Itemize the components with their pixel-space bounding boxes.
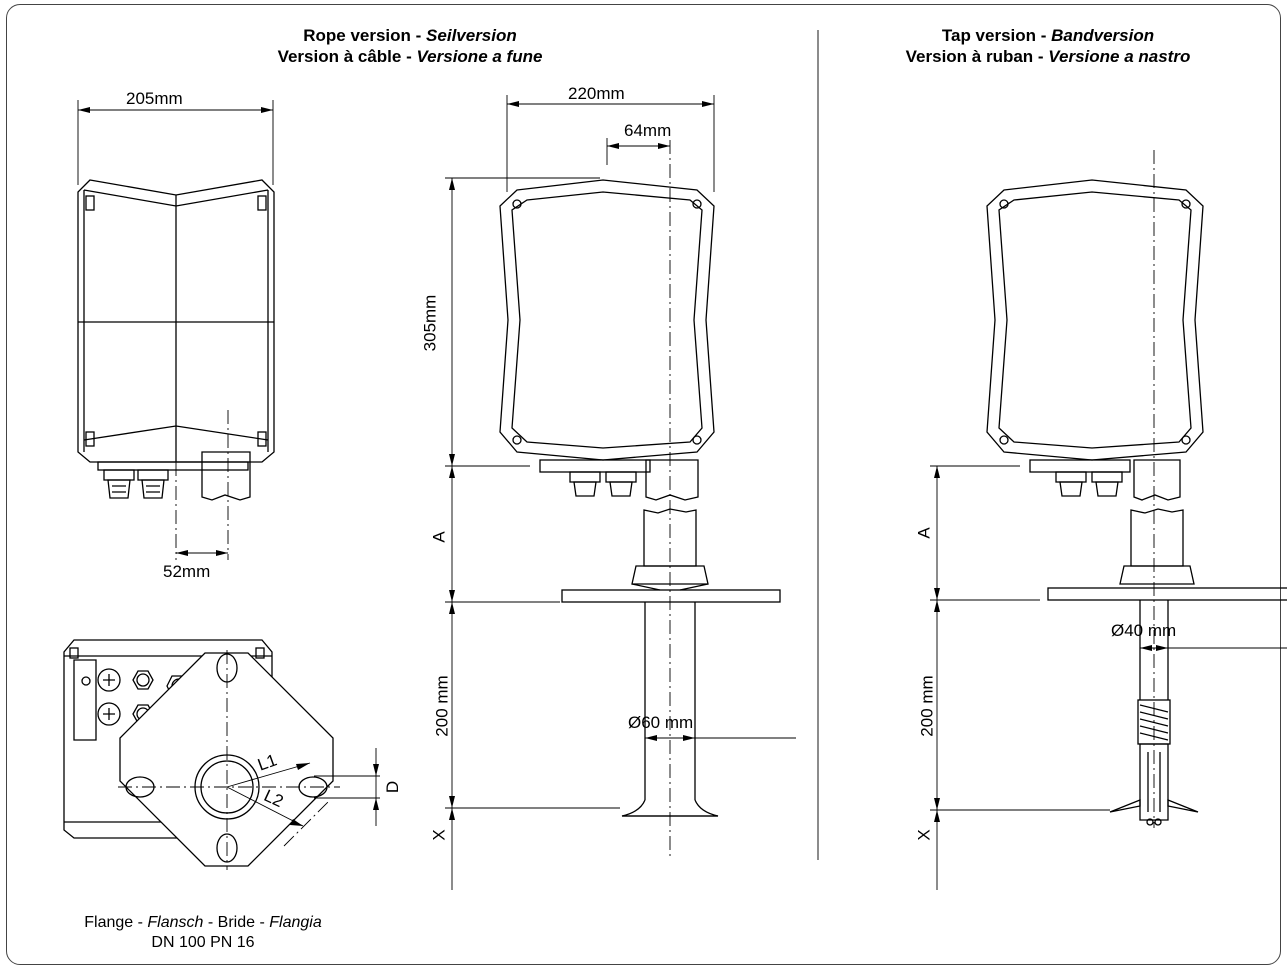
tap-title-it: Versione a nastro [1048, 47, 1191, 66]
rope-title-separator-2: - [401, 47, 417, 66]
offset-label: 64mm [624, 121, 672, 140]
flange-view [63, 639, 380, 870]
d-label: D [383, 780, 403, 794]
flange-en: Flange [84, 914, 134, 931]
tap-length-label: 200 mm [917, 675, 937, 737]
tap-front-view [930, 150, 1287, 890]
tap-title-separator: - [1036, 26, 1052, 45]
rope-title-fr: Version à câble [277, 47, 402, 66]
rope-x-label: X [429, 829, 449, 841]
tap-a-label: A [914, 527, 934, 539]
height-label: 305mm [420, 294, 440, 352]
flange-separator-1: - [133, 914, 148, 931]
flange-de: Flansch [147, 914, 204, 931]
front-width-label: 220mm [568, 84, 625, 103]
flange-spec: DN 100 PN 16 [151, 934, 255, 951]
tap-title-separator-2: - [1033, 47, 1049, 66]
tap-title-en: Tap version [941, 26, 1037, 45]
rope-a-label: A [429, 531, 449, 543]
flange-fr: Bride [217, 914, 256, 931]
tap-title-de: Bandversion [1051, 26, 1155, 45]
rope-title-en: Rope version [303, 26, 411, 45]
tap-x-label: X [914, 829, 934, 841]
flange-separator-2: - [203, 914, 218, 931]
side-width-label: 205mm [126, 89, 183, 108]
rope-title-it: Versione a fune [416, 47, 543, 66]
flange-it: Flangia [269, 914, 322, 931]
tap-title: Tap version - Bandversion Version à ruba… [828, 25, 1268, 67]
tap-title-fr: Version à ruban [905, 47, 1034, 66]
side-view [77, 100, 275, 560]
gland-spacing-label: 52mm [163, 562, 211, 581]
rope-diameter-label: Ø60 mm [628, 713, 694, 732]
rope-title: Rope version - Seilversion Version à câb… [150, 25, 670, 67]
tap-diameter-label: Ø40 mm [1111, 621, 1177, 640]
rope-length-label: 200 mm [432, 675, 452, 737]
drawing-frame [6, 4, 1281, 965]
rope-title-separator: - [410, 26, 427, 45]
flange-caption: Flange - Flansch - Bride - Flangia DN 10… [28, 913, 378, 953]
rope-front-view [445, 95, 796, 890]
rope-title-de: Seilversion [426, 26, 517, 45]
flange-separator-3: - [255, 914, 270, 931]
